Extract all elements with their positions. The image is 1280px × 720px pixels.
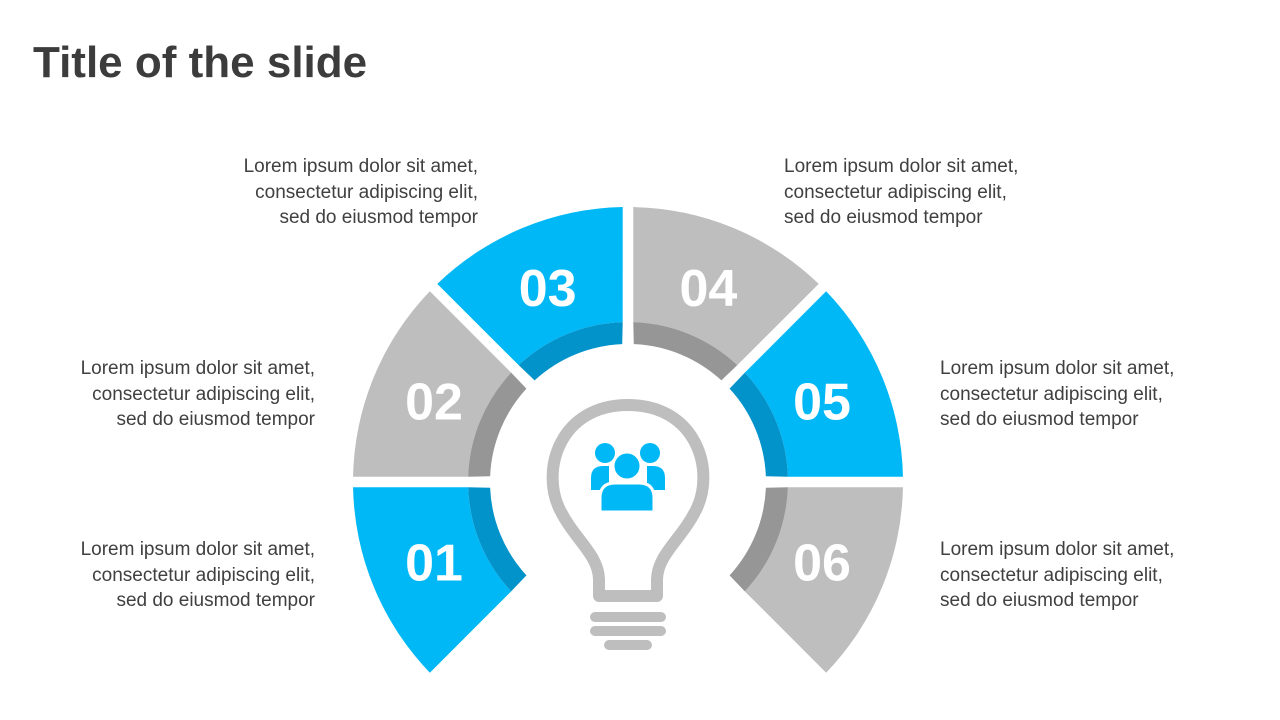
segment-number-04: 04 bbox=[679, 260, 737, 318]
segment-02-outer bbox=[353, 291, 512, 477]
segment-01-outer bbox=[353, 487, 512, 673]
segment-02: 02 bbox=[353, 291, 527, 477]
description-01: Lorem ipsum dolor sit amet, consectetur … bbox=[80, 539, 315, 611]
description-03: Lorem ipsum dolor sit amet, consectetur … bbox=[243, 156, 478, 228]
segment-05-outer bbox=[744, 291, 903, 477]
segment-01: 01 bbox=[353, 487, 527, 673]
segment-number-02: 02 bbox=[405, 374, 463, 432]
segment-03: 03 bbox=[437, 207, 623, 381]
description-05: Lorem ipsum dolor sit amet, consectetur … bbox=[940, 358, 1175, 430]
segment-04: 04 bbox=[633, 207, 819, 381]
segment-06-inner-band bbox=[729, 487, 788, 592]
lightbulb-icon bbox=[546, 399, 710, 650]
segment-05-inner-band bbox=[729, 372, 788, 477]
segment-number-05: 05 bbox=[793, 374, 851, 432]
segment-03-outer bbox=[437, 207, 623, 366]
slide-title: Title of the slide bbox=[33, 38, 368, 87]
description-06: Lorem ipsum dolor sit amet, consectetur … bbox=[940, 539, 1175, 611]
segment-05: 05 bbox=[729, 291, 903, 477]
segment-01-inner-band bbox=[468, 487, 527, 592]
description-02: Lorem ipsum dolor sit amet, consectetur … bbox=[80, 358, 315, 430]
segment-number-03: 03 bbox=[519, 260, 577, 318]
segment-03-inner-band bbox=[518, 322, 623, 381]
description-04: Lorem ipsum dolor sit amet, consectetur … bbox=[784, 156, 1019, 228]
segment-04-inner-band bbox=[633, 322, 738, 381]
segment-06-outer bbox=[744, 487, 903, 673]
segment-number-01: 01 bbox=[405, 534, 463, 592]
segment-04-outer bbox=[633, 207, 819, 366]
people-group-icon bbox=[591, 443, 665, 514]
segment-number-06: 06 bbox=[793, 534, 851, 592]
segment-02-inner-band bbox=[468, 372, 527, 477]
segment-06: 06 bbox=[729, 487, 903, 673]
